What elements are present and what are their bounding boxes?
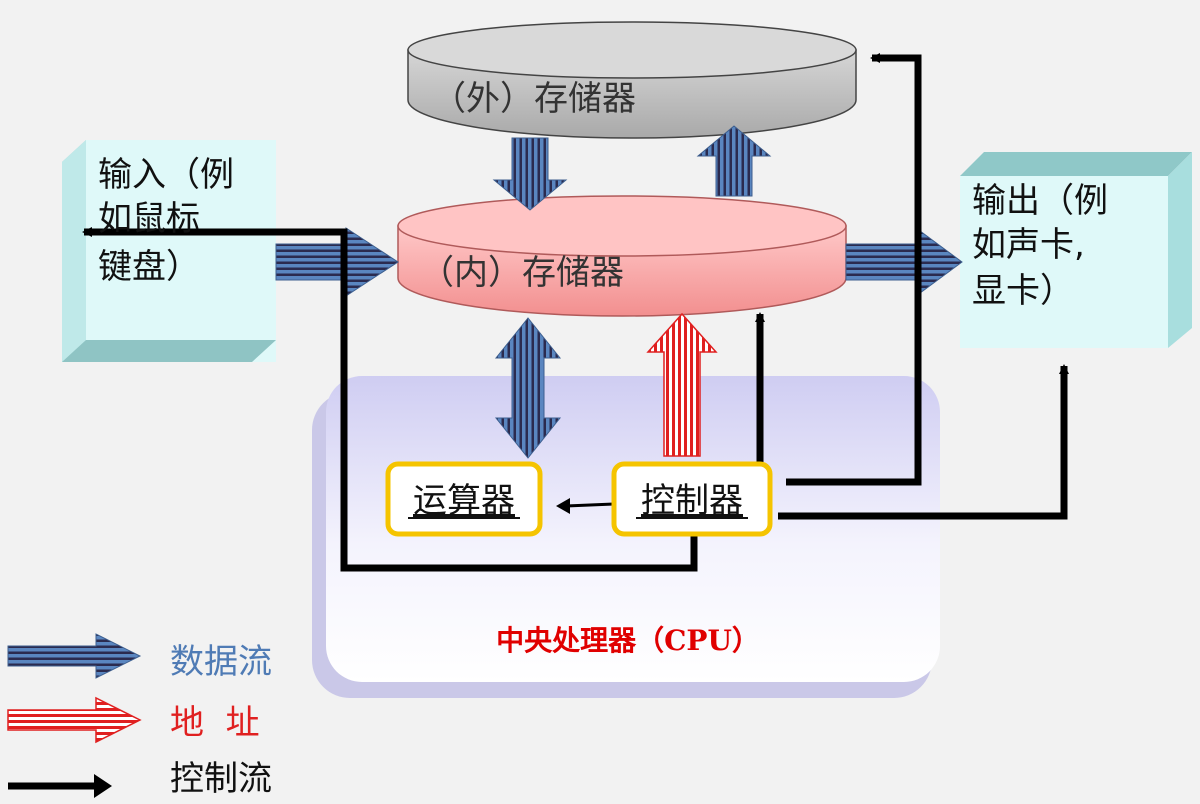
external-memory-label: （外）存储器 (432, 79, 636, 119)
cpu-label: 中央处理器（CPU） (496, 624, 760, 657)
alu-box (385, 461, 543, 537)
external-memory (407, 21, 857, 139)
input-device-label-line3: 键盘） (98, 247, 200, 287)
internal-memory (397, 195, 847, 317)
input-device-box (62, 140, 276, 362)
legend: 数据流 地 址 控制流 (7, 633, 272, 799)
legend-control-flow-head (94, 774, 112, 798)
output-device-label-line2: 如声卡, (972, 225, 1085, 265)
legend-control-flow-label: 控制流 (170, 759, 272, 799)
controller-box (611, 461, 773, 537)
legend-address-label: 地 址 (170, 703, 260, 743)
output-device-label-line1: 输出（例 (972, 181, 1108, 221)
output-device-box (960, 152, 1192, 348)
control-flow-lines (82, 53, 1069, 572)
input-device-label-line1: 输入（例 (98, 155, 234, 195)
internal-memory-label: （内）存储器 (420, 253, 624, 293)
input-device-label-line2: 如鼠标 (98, 199, 200, 239)
legend-data-flow-label: 数据流 (170, 642, 272, 682)
data-flow-arrows (275, 125, 963, 459)
controller-to-alu-arrow (556, 498, 615, 514)
legend-data-flow-arrow (7, 633, 142, 679)
controller-label: 控制器 (641, 481, 743, 521)
address-arrow (646, 312, 718, 457)
alu-label: 运算器 (413, 481, 515, 521)
output-device-label-line3: 显卡） (972, 271, 1074, 311)
legend-address-arrow (7, 696, 142, 744)
